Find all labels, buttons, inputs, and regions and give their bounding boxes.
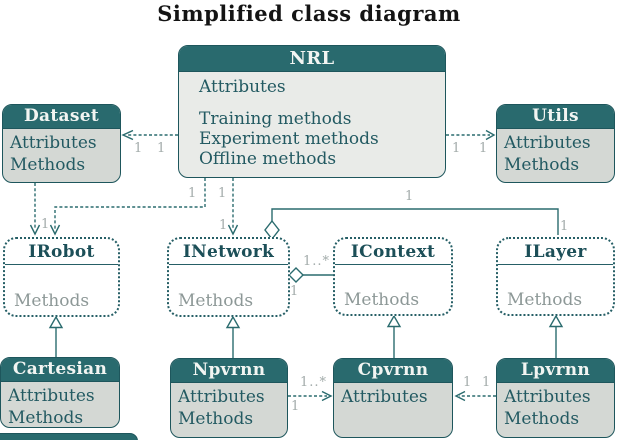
multiplicity-label: 1	[479, 141, 488, 156]
compartment-separator	[169, 264, 288, 265]
compartment-separator	[335, 264, 451, 265]
arrowhead-left	[121, 129, 134, 141]
multiplicity-label: 1	[188, 186, 197, 201]
interface-irobot: IRobot Methods	[3, 237, 120, 317]
compartment-gap	[199, 97, 439, 109]
attribute-line: Attributes	[10, 133, 97, 153]
cutoff-class-header	[0, 433, 138, 440]
class-dataset-title: Dataset	[3, 105, 120, 129]
nrl-to-irobot-arrow	[54, 178, 206, 229]
multiplicity-label: 1	[157, 141, 166, 156]
method-line: Methods	[504, 155, 580, 175]
interface-ilayer-title: ILayer	[524, 242, 587, 262]
methods-label: Methods	[14, 291, 90, 311]
method-line: Methods	[504, 409, 580, 429]
methods-label: Methods	[178, 291, 254, 311]
class-cpvrnn-title: Cpvrnn	[334, 359, 452, 383]
method-line: Methods	[8, 408, 84, 428]
compartment-separator	[5, 264, 118, 265]
multiplicity-label: 1	[134, 141, 143, 156]
arrowhead-down	[227, 224, 239, 236]
class-npvrnn: Npvrnn Attributes Methods	[170, 358, 288, 438]
arrowhead-right	[321, 390, 333, 402]
class-dataset: Dataset Attributes Methods	[2, 104, 121, 183]
class-cpvrnn: Cpvrnn Attributes	[333, 358, 453, 438]
class-npvrnn-title: Npvrnn	[171, 359, 287, 383]
attribute-line: Attributes	[178, 387, 265, 407]
interface-irobot-title: IRobot	[28, 242, 95, 262]
method-line: Methods	[10, 155, 86, 175]
attribute-line: Attributes	[199, 77, 286, 97]
interface-ilayer: ILayer Methods	[496, 237, 615, 316]
multiplicity-label: 1..*	[303, 254, 331, 269]
method-line: Methods	[178, 409, 254, 429]
method-line: Offline methods	[199, 149, 337, 169]
attribute-line: Attributes	[504, 387, 591, 407]
class-lpvrnn: Lpvrnn Attributes Methods	[496, 358, 615, 438]
arrowhead-down	[49, 224, 61, 236]
multiplicity-label: 1	[291, 399, 300, 414]
arrowhead-right	[485, 129, 496, 141]
methods-label: Methods	[507, 290, 583, 310]
interface-inetwork: INetwork Methods	[167, 237, 290, 317]
multiplicity-label: 1..*	[300, 375, 328, 390]
multiplicity-label: 1	[405, 189, 414, 204]
multiplicity-label: 1	[219, 218, 228, 233]
arrowhead-left	[454, 390, 466, 402]
multiplicity-label: 1	[290, 284, 299, 299]
class-nrl: NRL Attributes Training methods Experime…	[178, 45, 446, 178]
class-utils-title: Utils	[497, 105, 614, 129]
interface-icontext: IContext Methods	[333, 237, 453, 316]
multiplicity-label: 1	[560, 219, 569, 234]
multiplicity-label: 1	[482, 375, 491, 390]
method-line: Training methods	[199, 109, 352, 129]
multiplicity-label: 1	[463, 375, 472, 390]
compartment-separator	[498, 264, 613, 265]
aggregation-diamond-icon	[288, 267, 304, 283]
cartesian-to-irobot-realization	[48, 315, 64, 357]
attribute-line: Attributes	[341, 387, 428, 407]
multiplicity-label: 1	[41, 217, 50, 232]
interface-icontext-title: IContext	[350, 242, 436, 262]
multiplicity-label: 1	[452, 141, 461, 156]
attribute-line: Attributes	[504, 133, 591, 153]
interface-inetwork-title: INetwork	[182, 242, 275, 262]
inheritance-triangle-icon	[48, 315, 64, 329]
arrowhead-down	[29, 224, 41, 236]
npvrnn-to-inetwork-realization	[225, 315, 241, 358]
diagram-title: Simplified class diagram	[157, 1, 461, 26]
inheritance-triangle-icon	[548, 314, 564, 328]
methods-label: Methods	[344, 290, 420, 310]
multiplicity-label: 1	[218, 186, 227, 201]
inetwork-to-icontext-aggregation	[288, 267, 333, 283]
inheritance-triangle-icon	[225, 315, 241, 329]
lpvrnn-to-ilayer-realization	[548, 314, 564, 358]
class-cartesian: Cartesian Attributes Methods	[0, 357, 120, 428]
inetwork-to-ilayer-aggregation	[264, 208, 559, 241]
inheritance-triangle-icon	[386, 314, 402, 328]
attribute-line: Attributes	[8, 386, 95, 406]
class-cartesian-title: Cartesian	[1, 358, 119, 382]
class-utils: Utils Attributes Methods	[496, 104, 615, 183]
method-line: Experiment methods	[199, 129, 379, 149]
cpvrnn-to-icontext-realization	[386, 314, 402, 358]
class-lpvrnn-title: Lpvrnn	[497, 359, 614, 383]
class-nrl-title: NRL	[179, 46, 445, 72]
